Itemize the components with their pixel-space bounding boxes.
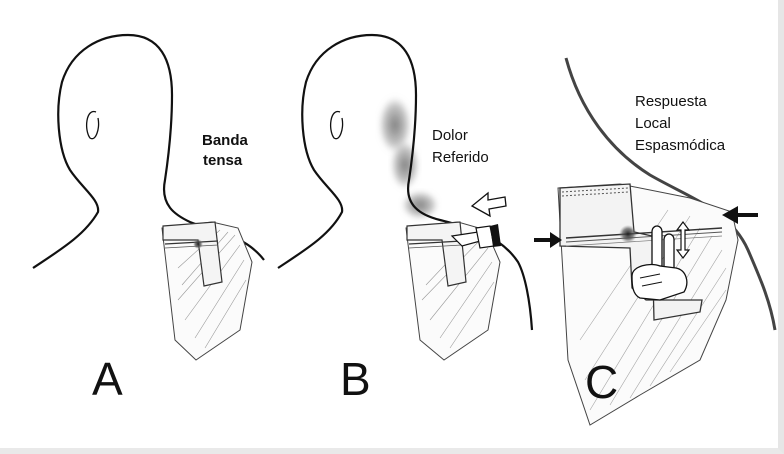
panel-letter-b: B xyxy=(340,353,371,405)
panel-a: A Banda tensa xyxy=(33,35,264,405)
annotation-line-3: Espasmódica xyxy=(635,137,726,154)
hollow-arrow-icon xyxy=(472,193,506,216)
arrow-right-icon xyxy=(534,232,562,248)
panel-b: B Dolor Referido xyxy=(278,35,532,405)
annotation-line-1: Banda xyxy=(202,132,249,149)
panel-c: C Respuesta Local Espasmódica xyxy=(534,58,775,425)
annotation-line-1: Respuesta xyxy=(635,93,707,110)
trigger-point xyxy=(619,225,637,243)
panel-letter-a: A xyxy=(92,353,123,405)
annotation-line-2: Local xyxy=(635,115,671,132)
annotation-line-2: Referido xyxy=(432,149,489,166)
ear-outline xyxy=(87,112,99,139)
panel-letter-c: C xyxy=(585,356,618,408)
referred-pain-area xyxy=(391,141,419,189)
trigger-point xyxy=(193,239,203,249)
annotation-line-2: tensa xyxy=(203,152,243,169)
annotation-line-1: Dolor xyxy=(432,127,468,144)
referred-pain-area xyxy=(402,191,438,219)
ear-outline xyxy=(331,112,343,139)
